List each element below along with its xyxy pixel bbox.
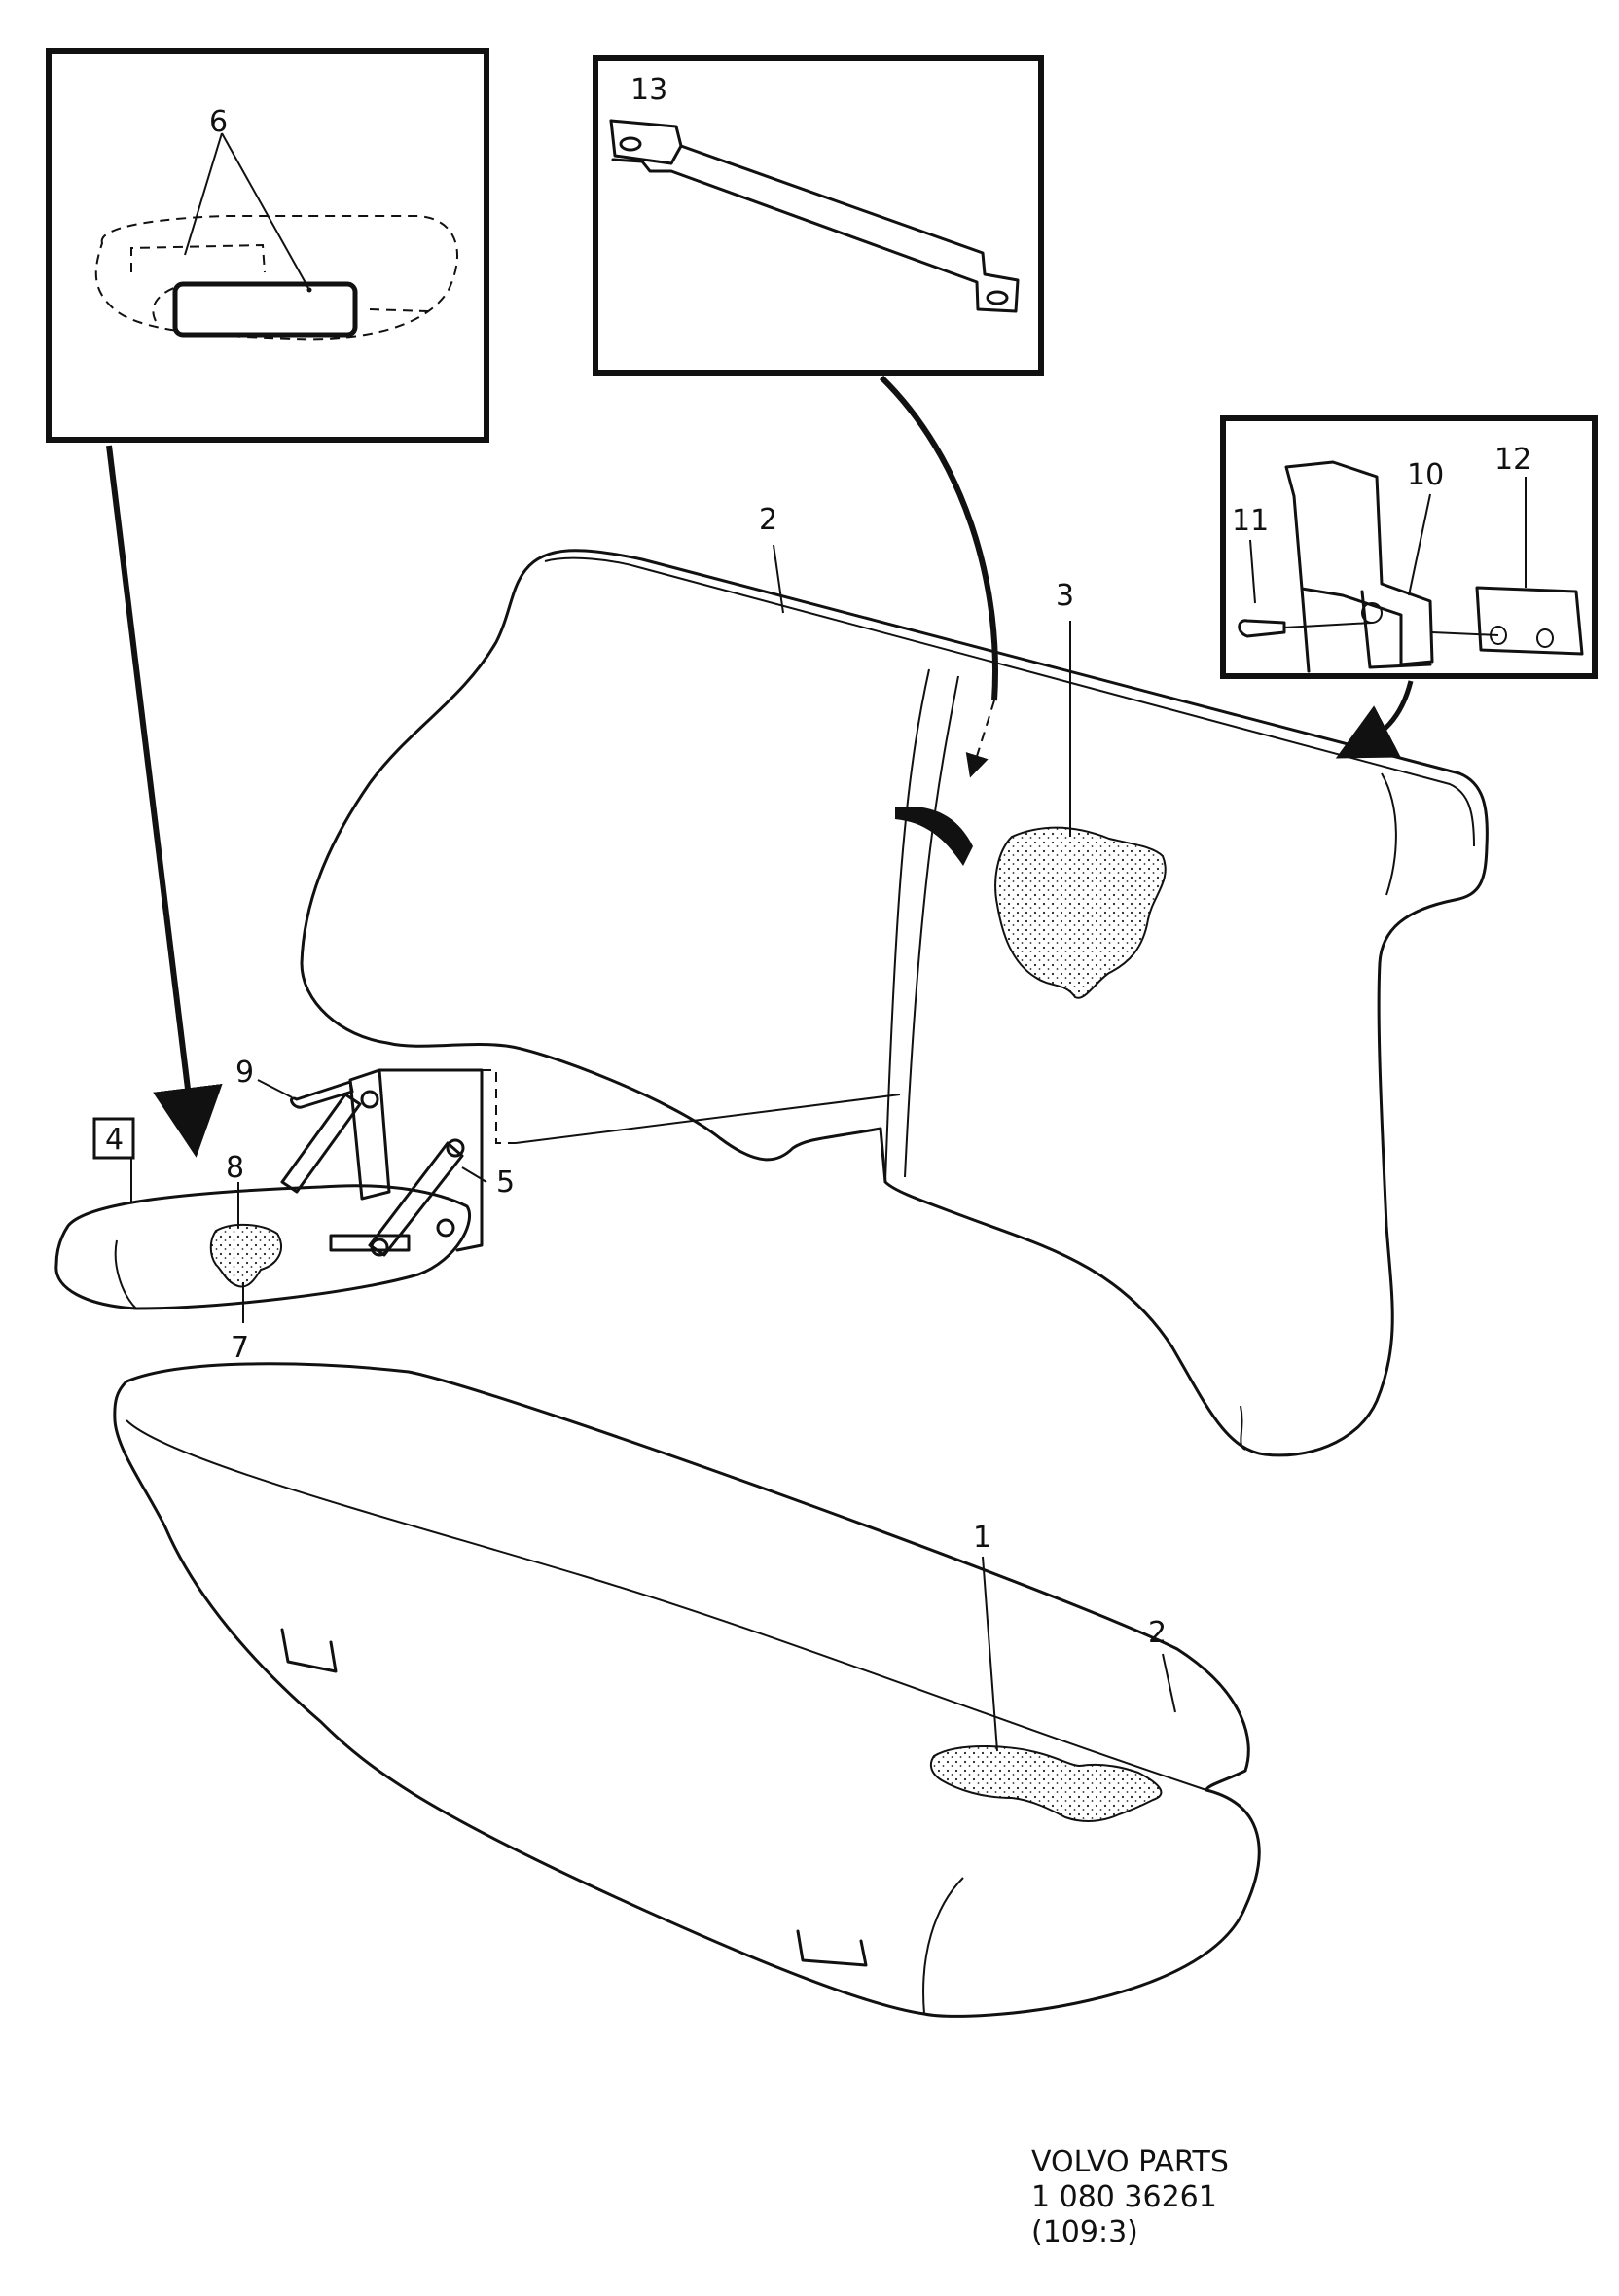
callout-1: 1 (973, 1521, 991, 1555)
callout-5: 5 (496, 1166, 515, 1200)
callout-3: 3 (1056, 579, 1074, 613)
backrest: 2 3 (300, 503, 1489, 1457)
callout-2-cushion: 2 (1148, 1616, 1167, 1650)
callout-6: 6 (209, 105, 228, 139)
footer-ref: (109:3) (1031, 2215, 1138, 2249)
inset-bracket: 10 11 12 (1220, 415, 1598, 679)
callout-2-backrest: 2 (759, 503, 777, 537)
arrow-bracket-to-backrest (1335, 680, 1414, 759)
callout-8: 8 (226, 1151, 244, 1185)
callout-10: 10 (1407, 458, 1444, 492)
footer-part-number: 1 080 36261 (1031, 2180, 1217, 2214)
footer-brand: VOLVO PARTS (1031, 2145, 1229, 2179)
inset-armrest-bumper: 6 (46, 48, 489, 443)
seat-cushion: 1 2 (113, 1362, 1261, 2018)
arrow-inset-to-armrest (106, 445, 223, 1158)
callout-7: 7 (231, 1331, 249, 1365)
inset-strap: 13 (593, 55, 1044, 376)
callout-13: 13 (630, 73, 667, 107)
callout-4-box (92, 1117, 135, 1160)
armrest: 9 8 7 5 4 (54, 1056, 901, 1365)
callout-11: 11 (1232, 504, 1269, 538)
arrow-strap-to-backrest (879, 375, 998, 701)
callout-4: 4 (105, 1123, 124, 1157)
callout-12: 12 (1494, 443, 1531, 477)
catalog-footer: VOLVO PARTS 1 080 36261 (109:3) (1031, 2145, 1229, 2250)
callout-9: 9 (235, 1056, 254, 1090)
